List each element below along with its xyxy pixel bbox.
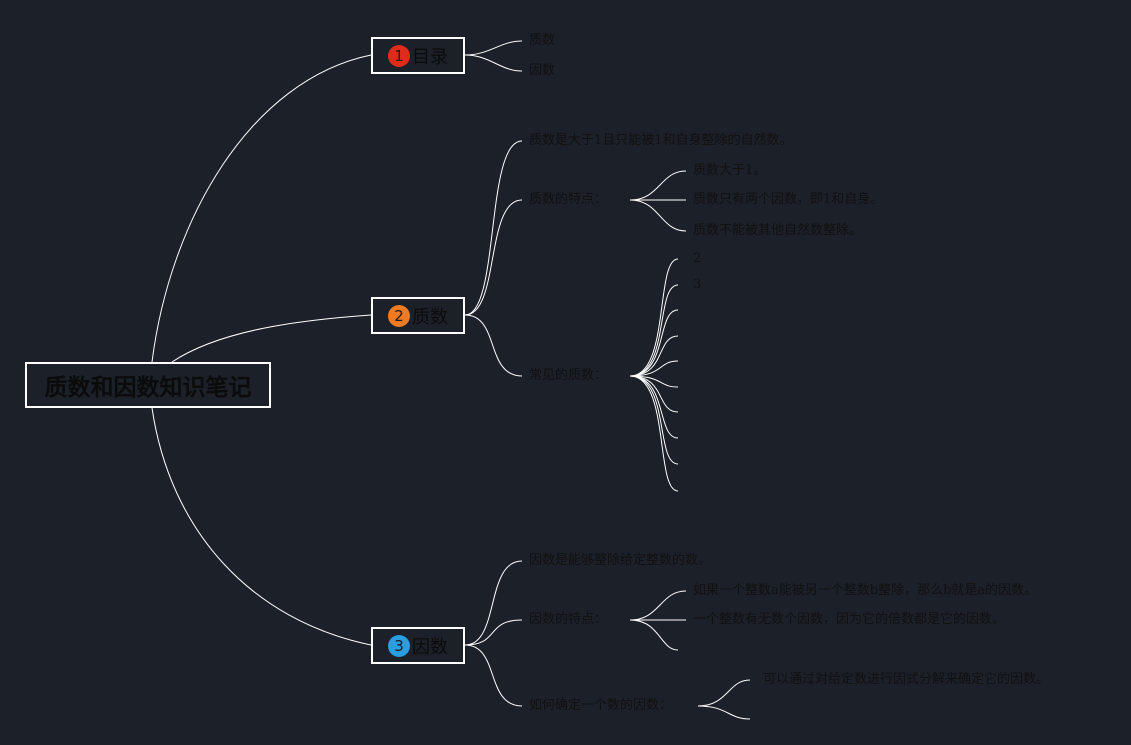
link-b3-def (464, 560, 523, 646)
link-root-b1 (151, 54, 372, 363)
link-b3feat-1 (629, 590, 687, 621)
link-b2-feat (464, 199, 523, 316)
common-prime[interactable]: 3 (693, 277, 702, 292)
number-badge: 1 (388, 44, 410, 67)
branch-label: 质数 (412, 306, 448, 328)
link-common-7 (629, 375, 679, 413)
common-prime[interactable]: 2 (693, 251, 702, 266)
link-root-b2 (171, 314, 372, 363)
prime-features-label[interactable]: 质数的特点： (529, 192, 608, 207)
factor-feature[interactable]: 如果一个整数a能被另一个整数b整除，那么b就是a的因数。 (693, 583, 1038, 598)
prime-feature[interactable]: 质数大于1。 (693, 163, 767, 178)
link-b2-common (464, 314, 523, 377)
link-b3-feat (464, 619, 523, 646)
link-common-5 (629, 360, 679, 377)
link-common-9 (629, 375, 679, 465)
branch-label: 目录 (412, 46, 448, 68)
toc-item[interactable]: 因数 (529, 63, 556, 78)
toc-item[interactable]: 质数 (529, 33, 556, 48)
factor-how-label[interactable]: 如何确定一个数的因数： (529, 698, 673, 713)
link-common-2 (629, 284, 679, 377)
link-how-2 (697, 705, 751, 720)
root-title: 质数和因数知识笔记 (44, 375, 252, 401)
branch-node-toc[interactable]: 1 目录 (371, 37, 465, 74)
common-primes-label[interactable]: 常见的质数： (529, 368, 608, 383)
link-b3-how (464, 644, 523, 707)
link-how-1 (697, 679, 751, 707)
link-b2-def (464, 140, 523, 316)
factor-how-item[interactable]: 可以通过对给定数进行因式分解来确定它的因数。 (763, 672, 1050, 687)
link-feat-1 (629, 170, 687, 201)
number-badge: 3 (388, 634, 410, 657)
link-b1-1 (464, 40, 523, 56)
prime-definition[interactable]: 质数是大于1且只能被1和自身整除的自然数。 (529, 133, 793, 148)
link-root-b3 (151, 407, 372, 646)
factor-features-label[interactable]: 因数的特点： (529, 612, 608, 627)
number-badge: 2 (388, 304, 410, 327)
branch-node-factor[interactable]: 3 因数 (371, 627, 465, 664)
link-feat-3 (629, 199, 687, 232)
link-common-1 (629, 258, 679, 377)
prime-feature[interactable]: 质数只有两个因数，即1和自身。 (693, 192, 884, 207)
factor-feature[interactable]: 一个整数有无数个因数，因为它的倍数都是它的因数。 (693, 612, 1006, 627)
prime-feature[interactable]: 质数不能被其他自然数整除。 (693, 223, 863, 238)
root-node[interactable]: 质数和因数知识笔记 (25, 362, 271, 408)
link-b3feat-3 (629, 619, 679, 651)
branch-node-prime[interactable]: 2 质数 (371, 297, 465, 334)
link-common-10 (629, 375, 679, 492)
link-common-4 (629, 335, 679, 377)
branch-label: 因数 (412, 636, 448, 658)
link-common-3 (629, 309, 679, 377)
factor-definition[interactable]: 因数是能够整除给定整数的数。 (529, 553, 712, 568)
link-b1-2 (464, 54, 523, 72)
